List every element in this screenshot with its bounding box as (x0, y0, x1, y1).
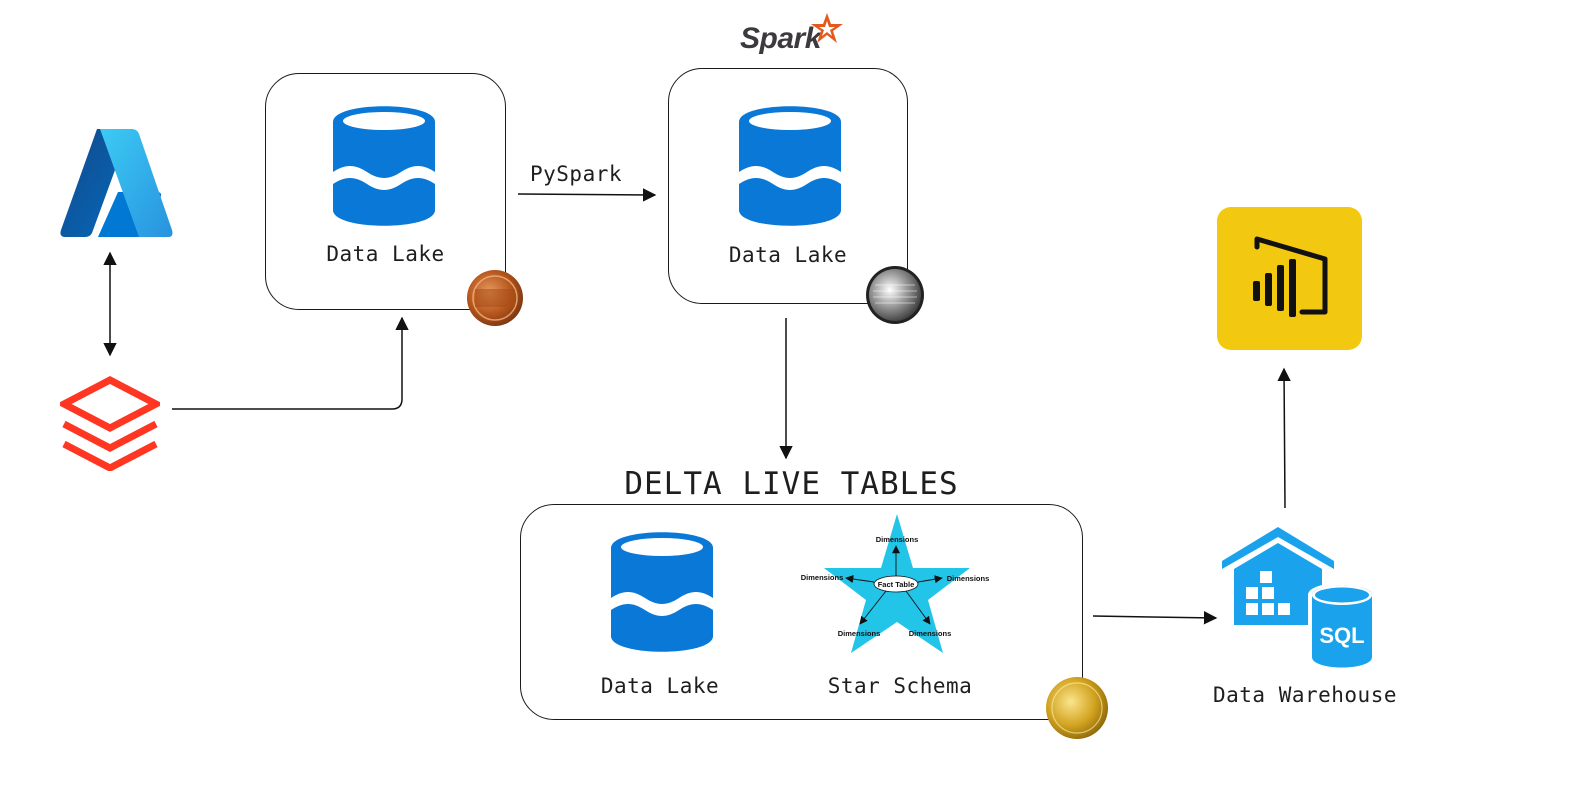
data-lake-icon (739, 106, 841, 226)
silver-label: Data Lake (728, 243, 848, 267)
warehouse-to-powerbi-arrow (1277, 367, 1291, 509)
warehouse-sql-badge: SQL (1319, 623, 1364, 648)
pyspark-edge-label: PySpark (530, 162, 623, 186)
gold-to-warehouse-arrow (1092, 611, 1218, 625)
star-schema-icon: Fact Table Dimensions Dimensions Dimensi… (780, 510, 1010, 665)
bronze-label: Data Lake (326, 242, 445, 266)
data-lake-icon (611, 532, 713, 652)
databricks-logo-icon (60, 376, 160, 471)
star-dimension-label: Dimensions (909, 629, 952, 638)
gold-medal-icon (1046, 677, 1108, 739)
spark-logo-icon: Spark (740, 22, 821, 56)
azure-logo-icon (60, 129, 173, 237)
databricks-to-bronze-arrow (172, 316, 409, 410)
spark-star-icon (811, 13, 843, 43)
spark-logo-text: Spark (740, 22, 821, 55)
star-fact-table-label: Fact Table (878, 580, 915, 589)
power-bi-icon (1217, 207, 1362, 350)
data-lake-icon (333, 106, 435, 226)
gold-data-lake-label: Data Lake (600, 674, 720, 698)
power-bi-chart-glyph (1253, 236, 1328, 317)
data-warehouse-icon: SQL (1222, 527, 1376, 671)
star-dimension-label: Dimensions (801, 573, 844, 582)
star-dimension-label: Dimensions (876, 535, 919, 544)
star-dimension-label: Dimensions (838, 629, 881, 638)
silver-medal-icon (866, 266, 924, 324)
bronze-medal-icon (467, 270, 523, 326)
star-schema-label: Star Schema (827, 674, 973, 698)
bronze-to-silver-arrow (517, 188, 657, 202)
gold-group-title: DELTA LIVE TABLES (624, 466, 959, 502)
star-dimension-label: Dimensions (947, 574, 990, 583)
warehouse-label: Data Warehouse (1212, 683, 1397, 707)
